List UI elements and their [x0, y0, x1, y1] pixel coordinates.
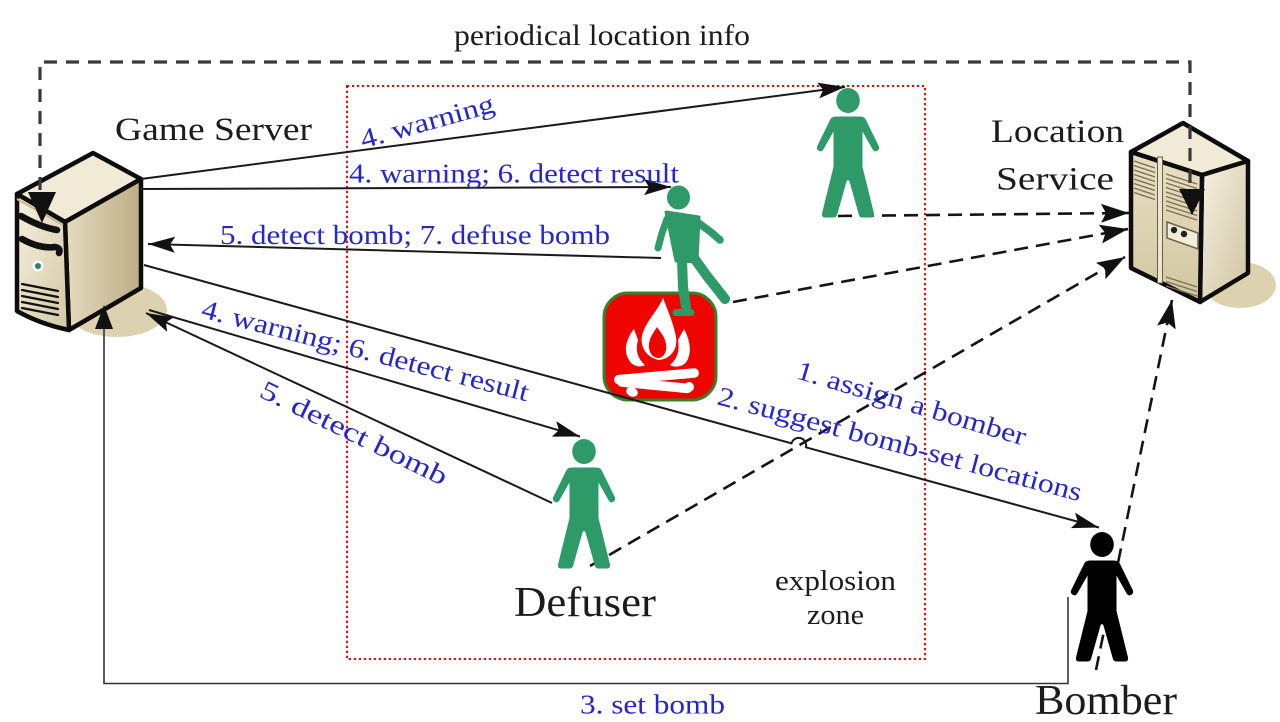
- svg-text:Game Server: Game Server: [115, 112, 312, 148]
- svg-text:explosion: explosion: [775, 566, 896, 597]
- svg-text:3. set bomb: 3. set bomb: [580, 690, 725, 720]
- svg-text:Bomber: Bomber: [1035, 678, 1177, 722]
- svg-text:zone: zone: [807, 600, 864, 631]
- svg-text:5. detect bomb; 7. defuse bomb: 5. detect bomb; 7. defuse bomb: [220, 220, 610, 250]
- svg-text:Service: Service: [996, 162, 1114, 198]
- svg-text:Defuser: Defuser: [514, 580, 656, 626]
- svg-text:4. warning; 6. detect result: 4. warning; 6. detect result: [349, 159, 680, 189]
- svg-text:periodical location info: periodical location info: [454, 19, 750, 52]
- svg-text:Location: Location: [991, 114, 1124, 150]
